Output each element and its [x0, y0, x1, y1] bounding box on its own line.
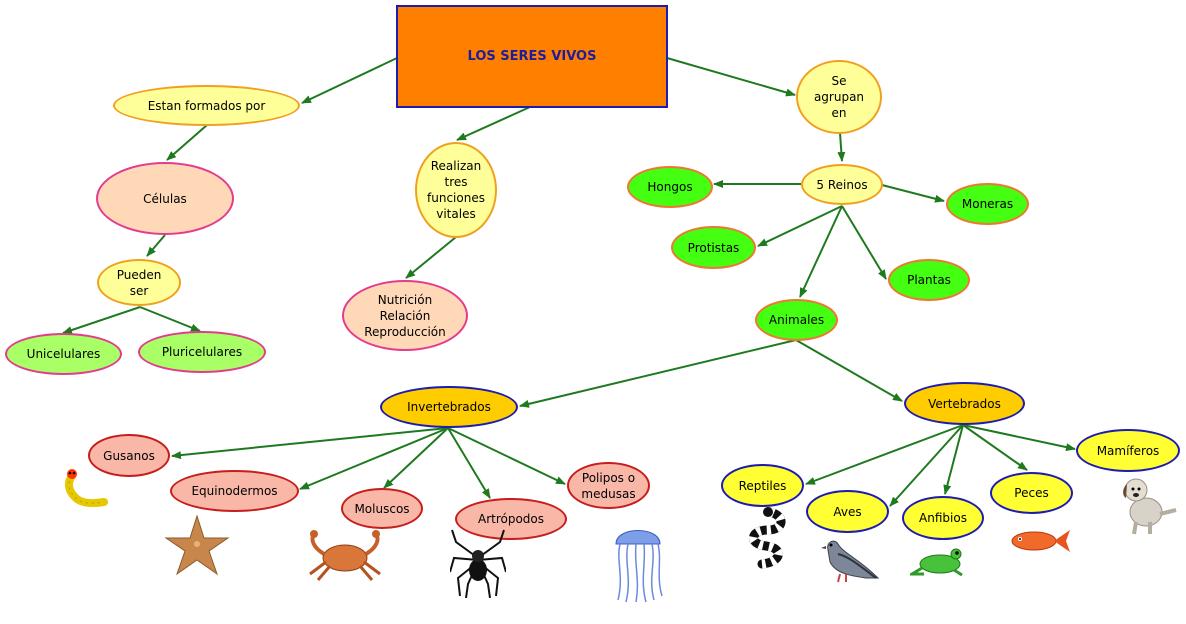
edge-invert-moluscos	[383, 427, 449, 489]
edge-reinos-plantas	[841, 205, 887, 280]
edge-invert-artropodos	[447, 427, 491, 499]
pueden-ser-node: Pueden ser	[97, 259, 181, 306]
edge-vert-anfibios	[943, 424, 964, 495]
edge-animales-invertebrados	[519, 339, 797, 408]
edge-estan-celulas	[166, 124, 208, 161]
starfish-image	[164, 514, 230, 576]
protistas-node: Protistas	[671, 226, 756, 269]
edge-animales-vertebrados	[795, 339, 903, 402]
edge-reinos-protistas	[757, 205, 843, 247]
hongos-node: Hongos	[627, 166, 713, 208]
edge-reinos-moneras	[881, 184, 945, 203]
edge-vert-reptiles	[805, 424, 964, 485]
edge-title-estan	[301, 57, 398, 104]
invertebrados-node: Invertebrados	[380, 386, 518, 428]
pigeon-image	[821, 540, 880, 583]
edge-invert-polipos	[447, 427, 566, 485]
pluricelulares-node: Pluricelulares	[138, 331, 266, 373]
polipos-medusas-node: Polipos o medusas	[567, 462, 650, 509]
estan-formados-node: Estan formados por	[113, 85, 300, 126]
edge-agrupan-reinos	[837, 132, 846, 162]
moneras-node: Moneras	[946, 183, 1029, 225]
plantas-node: Plantas	[888, 259, 970, 301]
title-node: LOS SERES VIVOS	[396, 5, 668, 108]
gusanos-node: Gusanos	[88, 434, 170, 477]
se-agrupan-node: Se agrupan en	[796, 60, 882, 134]
mamiferos-node: Mamíferos	[1076, 429, 1180, 472]
peces-node: Peces	[990, 472, 1073, 514]
edge-invert-equinodermos	[299, 427, 449, 490]
equinodermos-node: Equinodermos	[170, 470, 299, 512]
jellyfish-image	[615, 530, 663, 603]
edge-vert-peces	[962, 424, 1028, 471]
celulas-node: Células	[96, 162, 234, 235]
worm-image	[64, 469, 108, 508]
moluscos-node: Moluscos	[341, 488, 423, 529]
edge-celulas-pueden	[146, 234, 166, 257]
crab-image	[309, 530, 381, 581]
edge-pueden-unicelulares	[62, 306, 141, 334]
vertebrados-node: Vertebrados	[904, 382, 1025, 425]
edge-pueden-pluricelulares	[139, 306, 201, 332]
edge-reinos-animales	[799, 205, 843, 298]
anfibios-node: Anfibios	[902, 496, 984, 540]
funciones-vitales-node: Nutrición Relación Reproducción	[342, 280, 468, 351]
cinco-reinos-node: 5 Reinos	[801, 164, 883, 205]
edge-title-agrupan	[666, 57, 796, 97]
edge-vert-aves	[889, 424, 964, 507]
realizan-funciones-node: Realizan tres funciones vitales	[415, 142, 497, 238]
reptiles-node: Reptiles	[721, 464, 804, 507]
edge-invert-gusanos	[171, 427, 449, 460]
dog-image	[1123, 478, 1177, 535]
edge-vert-mamiferos	[962, 424, 1076, 452]
edge-title-realizan	[456, 106, 531, 141]
aves-node: Aves	[806, 490, 889, 533]
artropodos-node: Artrópodos	[455, 498, 567, 540]
spider-image	[450, 529, 506, 598]
frog-image	[910, 548, 963, 576]
edge-realizan-nutricion	[405, 236, 457, 279]
unicelulares-node: Unicelulares	[5, 333, 122, 375]
animales-node: Animales	[755, 299, 838, 341]
snake-image	[749, 507, 786, 569]
fish-image	[1011, 530, 1070, 552]
